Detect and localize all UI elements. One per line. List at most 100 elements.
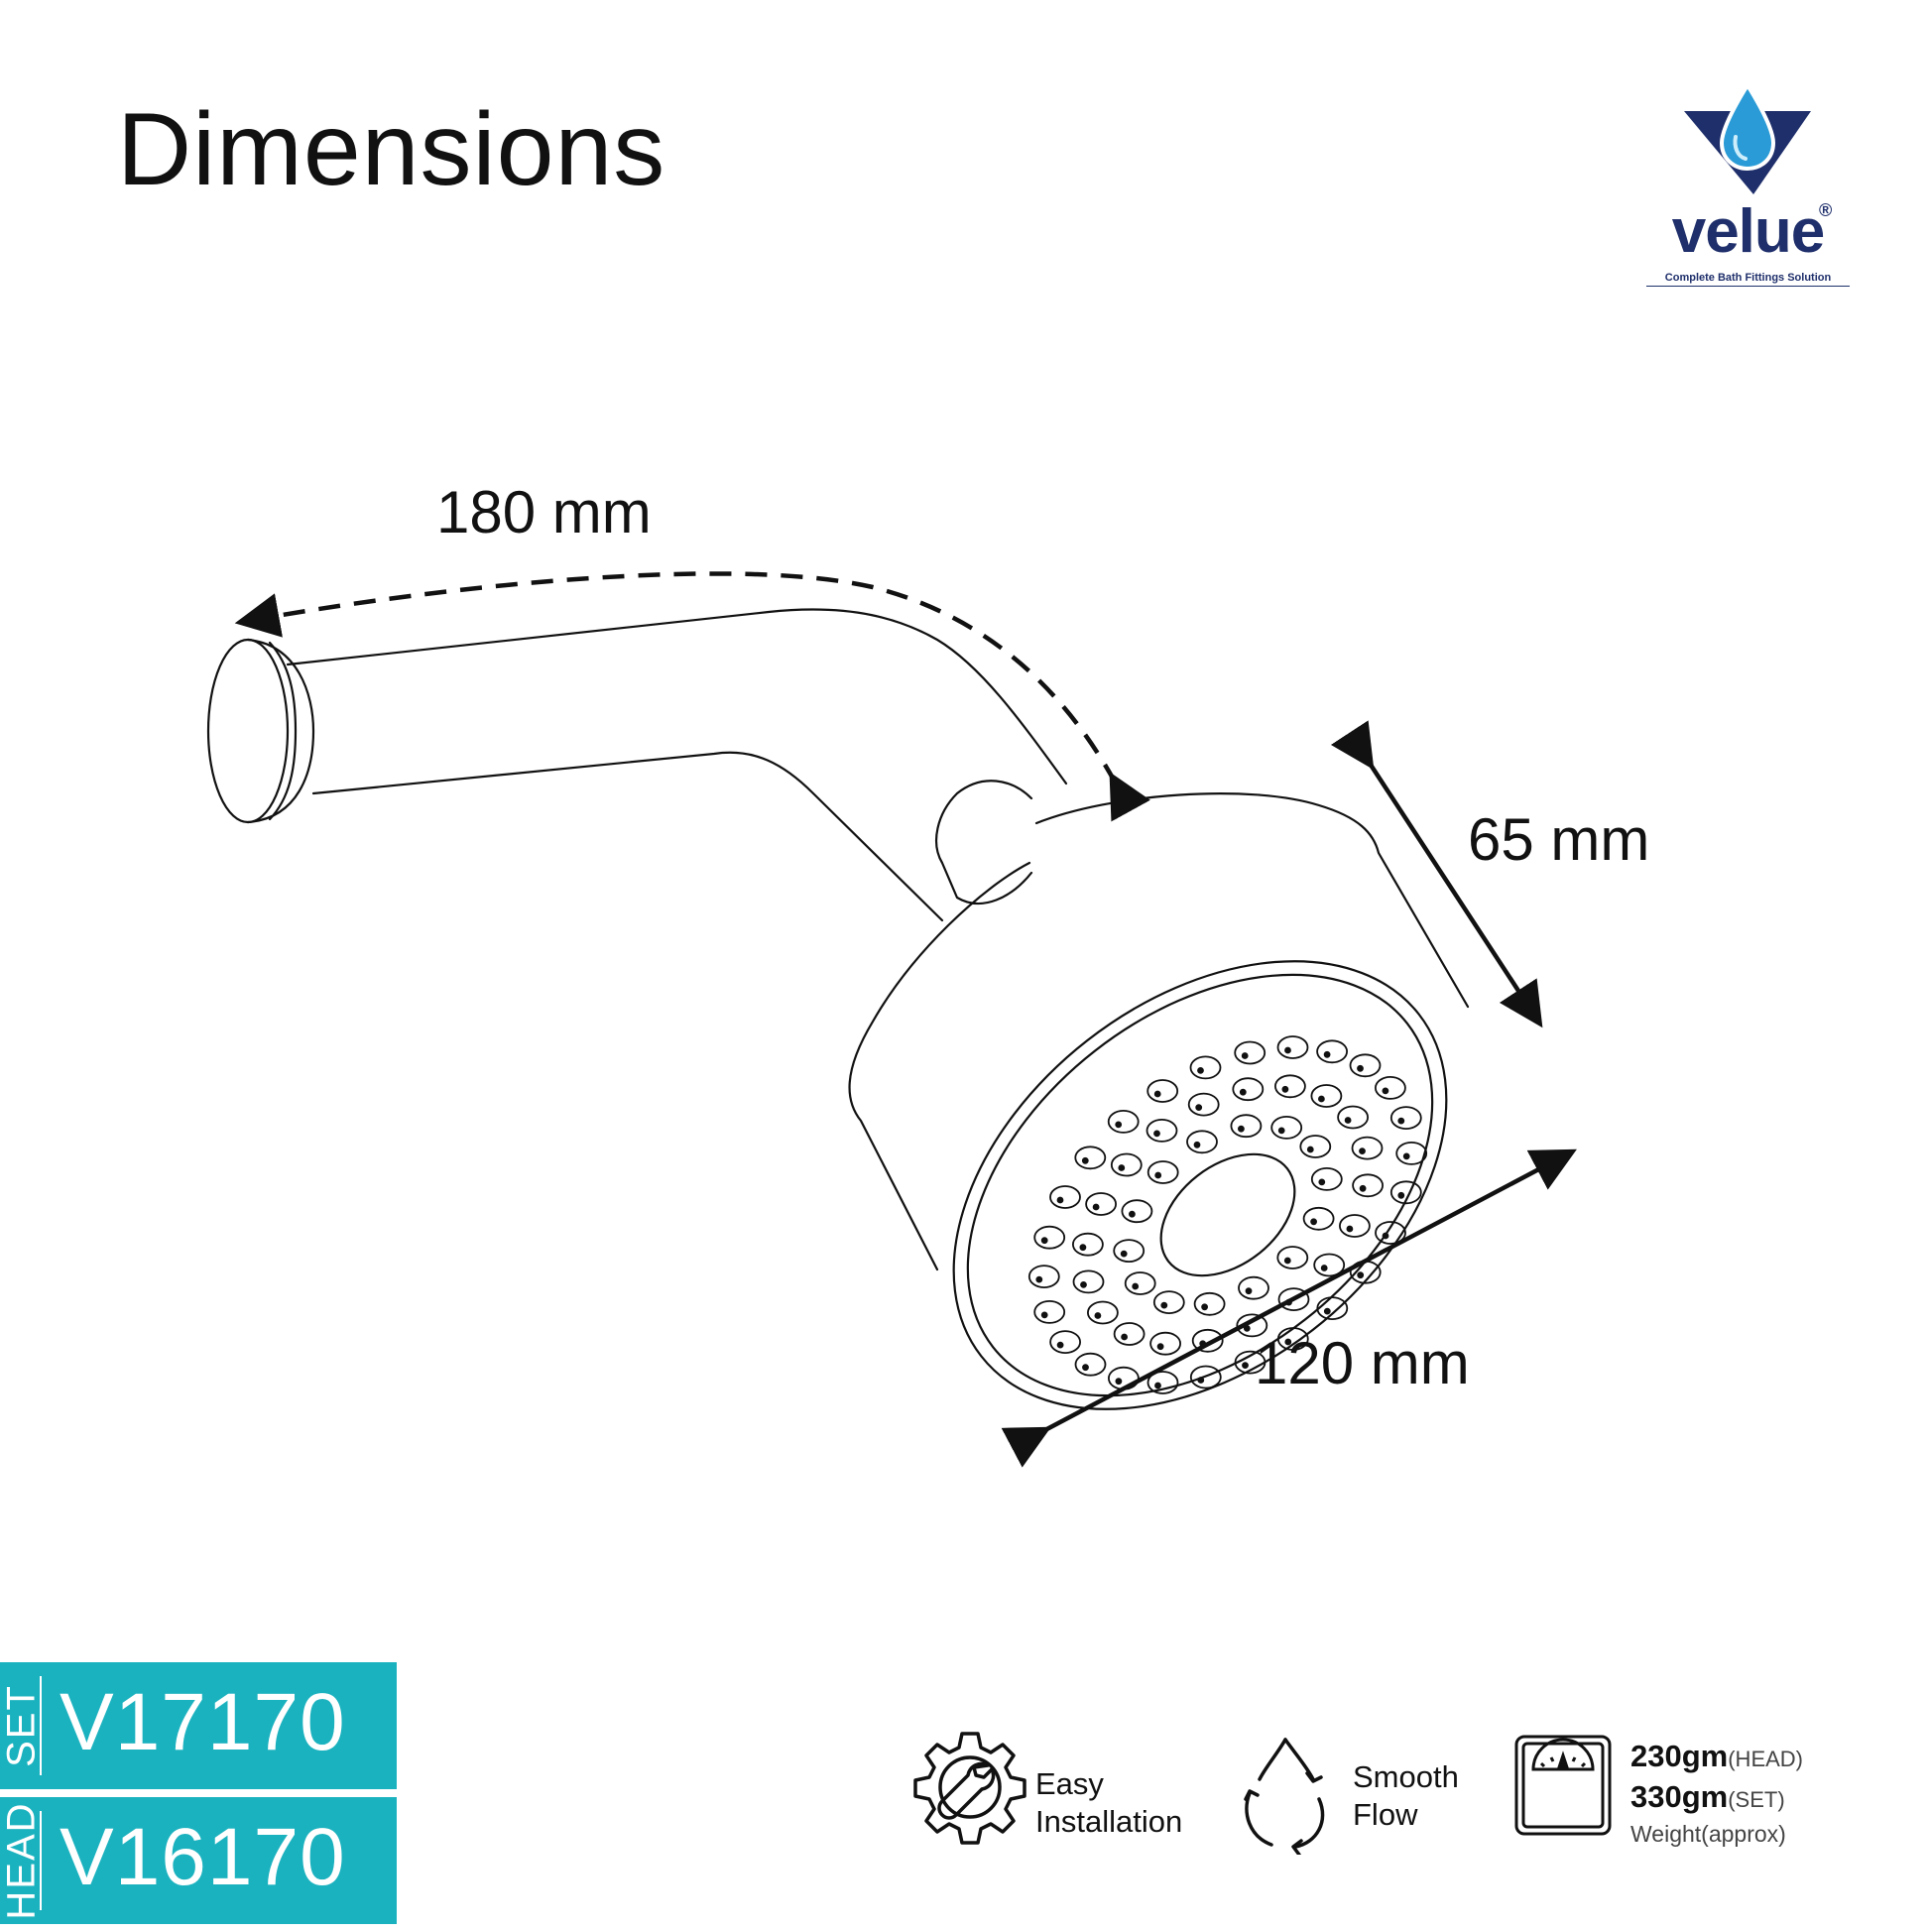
- nozzle-hole: [1277, 1127, 1285, 1135]
- nozzle-hole: [1359, 1147, 1366, 1154]
- nozzle-hole: [1082, 1364, 1089, 1372]
- nozzle: [1049, 1185, 1081, 1209]
- product-codes: SET V17170 HEAD V16170: [0, 1662, 397, 1932]
- nozzle-hole: [1241, 1052, 1249, 1059]
- nozzle: [1049, 1330, 1081, 1354]
- nozzle: [1349, 1053, 1382, 1078]
- nozzle: [1186, 1130, 1218, 1154]
- nozzle-hole: [1080, 1281, 1087, 1288]
- nozzle-hole: [1115, 1378, 1123, 1386]
- nozzle: [1146, 1119, 1178, 1143]
- wall-flange: [206, 638, 315, 824]
- water-drop-cycle-icon: [1244, 1738, 1325, 1855]
- nozzle: [1113, 1322, 1146, 1346]
- head-weight: 230gm(HEAD): [1630, 1739, 1804, 1773]
- brand-tagline: Complete Bath Fittings Solution: [1646, 272, 1850, 287]
- nozzle: [1146, 1160, 1179, 1184]
- nozzle-hole: [1193, 1141, 1201, 1148]
- nozzle-hole: [1344, 1117, 1352, 1124]
- nozzle-hole: [1239, 1088, 1247, 1096]
- nozzle: [1395, 1142, 1428, 1165]
- nozzle-hole: [1156, 1343, 1164, 1351]
- arrow-head-diameter: [1001, 1148, 1577, 1468]
- nozzle: [1337, 1105, 1369, 1130]
- head-tag: HEAD: [0, 1797, 44, 1924]
- gear-wrench-icon: [913, 1732, 1026, 1845]
- nozzle: [1230, 1114, 1263, 1139]
- nozzle-hole: [1318, 1095, 1325, 1103]
- nozzle: [1108, 1366, 1140, 1390]
- nozzle-hole: [1382, 1232, 1389, 1240]
- nozzle: [1107, 1110, 1140, 1134]
- nozzle: [1352, 1173, 1384, 1198]
- nozzle-hole: [1040, 1237, 1048, 1245]
- nozzle: [1110, 1152, 1143, 1177]
- nozzle-hole: [1397, 1191, 1405, 1199]
- nozzle: [1299, 1135, 1332, 1158]
- nozzle-hole: [1153, 1130, 1160, 1138]
- nozzle: [1316, 1296, 1349, 1320]
- nozzle-hole: [1242, 1362, 1249, 1369]
- nozzle-hole: [1092, 1203, 1100, 1211]
- nozzle: [1033, 1300, 1066, 1324]
- nozzle: [1316, 1039, 1348, 1064]
- nozzle: [1149, 1331, 1181, 1356]
- nozzle: [1270, 1116, 1303, 1140]
- nozzle-hole: [1402, 1152, 1410, 1160]
- head-code: V16170: [60, 1812, 346, 1902]
- set-code: V17170: [60, 1677, 346, 1767]
- nozzle-hole: [1120, 1250, 1128, 1258]
- nozzle: [1193, 1291, 1226, 1316]
- weight-note: Weight(approx): [1630, 1821, 1786, 1847]
- set-weight: 330gm(SET): [1630, 1779, 1785, 1814]
- nozzle-hole: [1318, 1178, 1326, 1186]
- set-code-row: SET V17170: [0, 1662, 397, 1789]
- head-depth-label: 65 mm: [1468, 806, 1650, 873]
- nozzle-hole: [1197, 1377, 1205, 1384]
- nozzle-hole: [1197, 1067, 1204, 1074]
- nozzle: [1310, 1084, 1343, 1108]
- shower-arm: [286, 608, 1068, 922]
- head-diameter-label: 120 mm: [1255, 1330, 1470, 1396]
- logo-triangle-icon: [1684, 81, 1811, 194]
- nozzle-hole: [1359, 1184, 1367, 1192]
- nozzle: [1189, 1055, 1222, 1080]
- nozzle-hole: [1310, 1218, 1317, 1226]
- nozzle: [1072, 1232, 1104, 1257]
- nozzle: [1074, 1146, 1107, 1170]
- nozzle-hole: [1283, 1257, 1291, 1265]
- nozzle-hole: [1118, 1164, 1126, 1171]
- nozzle-hole: [1245, 1287, 1253, 1295]
- nozzle-hole: [1357, 1271, 1365, 1279]
- nozzle: [1274, 1074, 1306, 1099]
- easy-installation-label: Easy Installation: [1035, 1766, 1183, 1839]
- nozzle-hole: [1154, 1171, 1162, 1179]
- nozzle: [1113, 1239, 1146, 1263]
- nozzle-hole: [1040, 1311, 1048, 1319]
- nozzle-hole: [1079, 1244, 1087, 1252]
- nozzle: [1339, 1214, 1371, 1238]
- nozzle-hole: [1397, 1117, 1405, 1125]
- nozzle-hole: [1281, 1085, 1289, 1093]
- page-title: Dimensions: [117, 92, 666, 207]
- nozzle-hole: [1081, 1156, 1089, 1164]
- nozzle-hole: [1284, 1046, 1291, 1054]
- nozzle-hole: [1346, 1225, 1354, 1233]
- weight-info: 230gm(HEAD) 330gm(SET) Weight(approx): [1630, 1738, 1803, 1849]
- nozzle: [1187, 1092, 1220, 1117]
- nozzle-hole: [1323, 1050, 1331, 1058]
- nozzle-hole: [1129, 1210, 1136, 1218]
- nozzle: [1276, 1035, 1309, 1059]
- nozzle: [1087, 1300, 1119, 1325]
- nozzle: [1072, 1269, 1105, 1294]
- nozzle-hole: [1094, 1312, 1102, 1319]
- brand-wordmark: velue: [1671, 197, 1826, 266]
- nozzle-hole: [1323, 1307, 1331, 1315]
- smooth-flow-label: Smooth Flow: [1353, 1759, 1459, 1832]
- registered-mark: ®: [1819, 200, 1833, 220]
- weighing-scale-icon: [1514, 1735, 1612, 1836]
- nozzle: [1351, 1136, 1384, 1160]
- nozzle: [1152, 1290, 1185, 1314]
- nozzle-hole: [1160, 1301, 1168, 1309]
